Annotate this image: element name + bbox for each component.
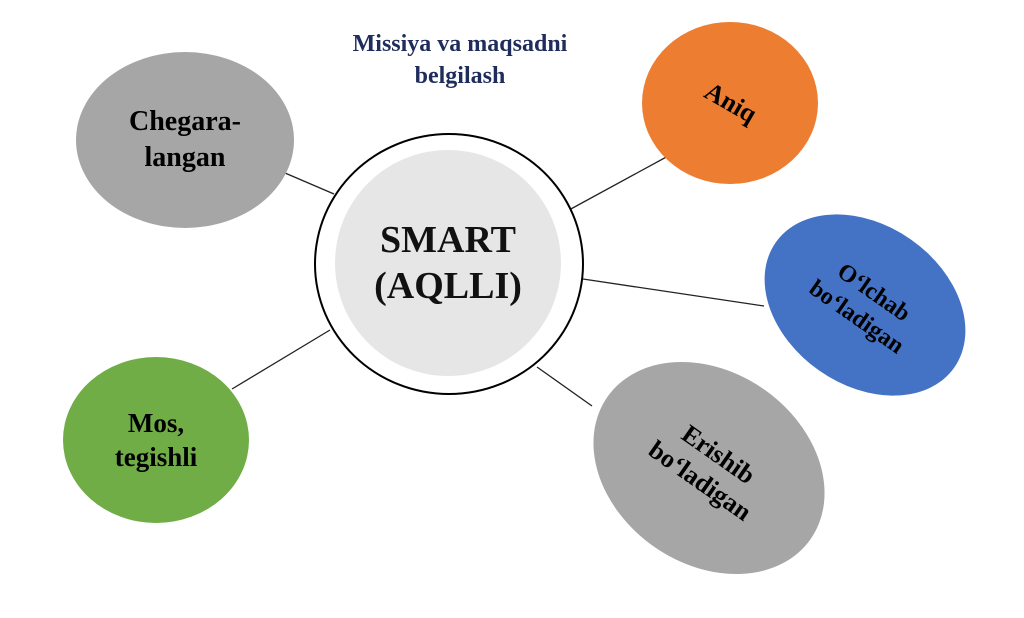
node-label-line-2: langan (144, 142, 226, 173)
connector-olchab (582, 278, 765, 307)
connector-chegaralangan (284, 172, 335, 195)
node-label-line-2: tegishli (114, 442, 198, 472)
title-line-1: Missiya va maqsadni (352, 31, 568, 57)
title-line-2: belgilash (414, 63, 506, 89)
diagram-title: Missiya va maqsadni belgilash (300, 28, 620, 92)
center-line-1: SMART (380, 219, 516, 261)
node-label-line-1: Mos, (127, 408, 185, 438)
connector-erishib (536, 366, 593, 407)
node-label: Aniq (699, 76, 762, 129)
node-aniq: Aniq (642, 22, 818, 184)
center-node-smart: SMART (AQLLI) (335, 150, 561, 376)
node-chegaralangan: Chegara- langan (76, 52, 294, 228)
node-label-line-1: Chegara- (129, 106, 241, 137)
connector-lines (231, 154, 765, 407)
connector-aniq (568, 154, 671, 211)
connector-mos (231, 329, 331, 390)
center-line-2: (AQLLI) (374, 265, 522, 307)
node-mos-tegishli: Mos, tegishli (63, 357, 249, 523)
